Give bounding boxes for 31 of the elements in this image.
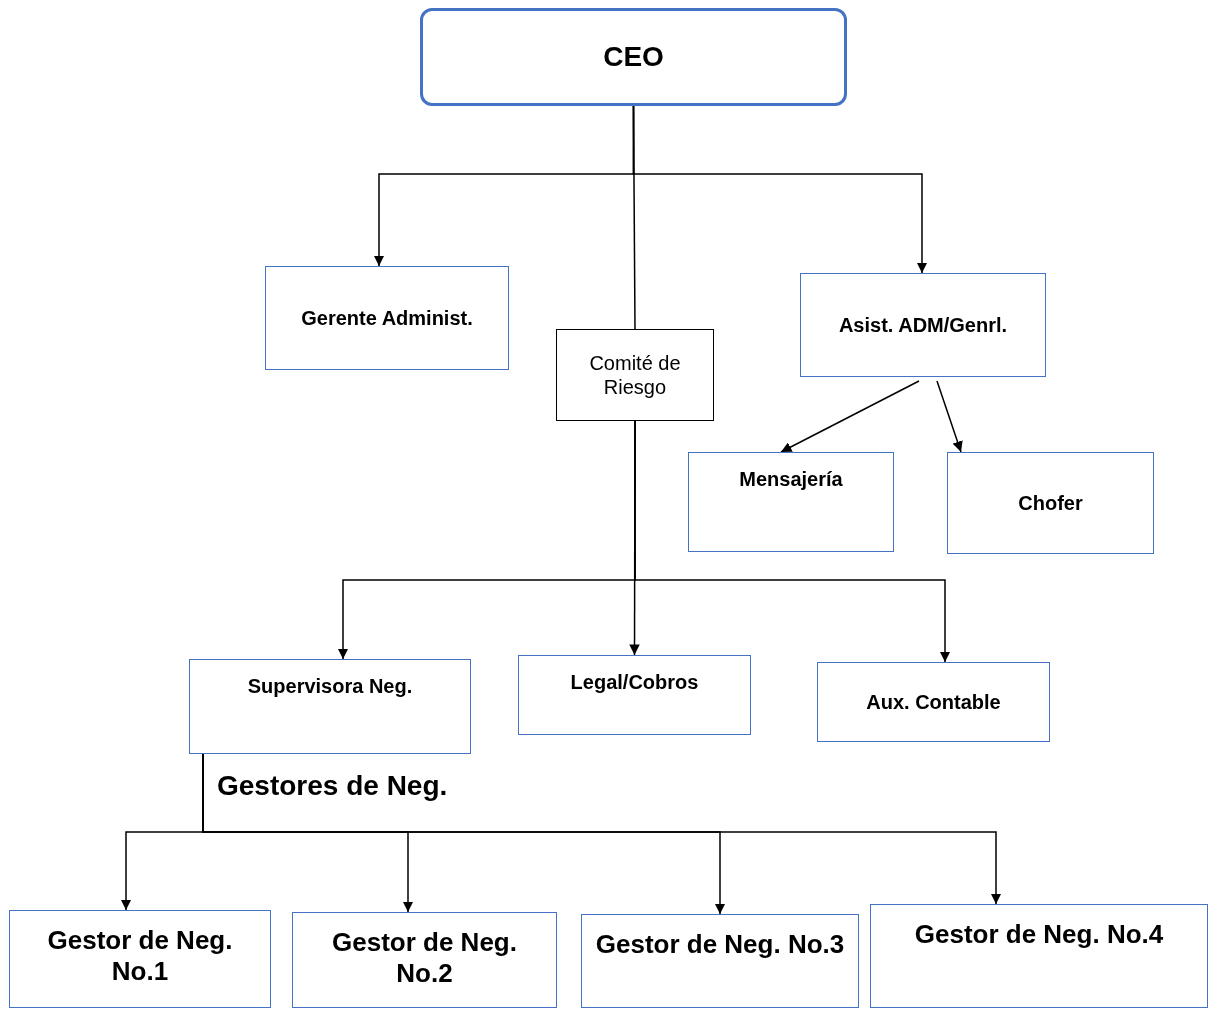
org-box	[870, 904, 1208, 1008]
box-label: Asist. ADM/Genrl.	[838, 313, 1008, 337]
org-box	[292, 912, 557, 1008]
box-label: CEO	[603, 40, 664, 74]
arrow	[632, 105, 928, 274]
box-label: Gerente Administ.	[301, 306, 473, 330]
org-box	[688, 452, 894, 552]
box-label: Comité de Riesgo	[588, 351, 682, 399]
box-label: Mensajería	[739, 467, 843, 491]
org-box	[556, 329, 714, 421]
org-box	[947, 452, 1154, 554]
org-box	[518, 655, 751, 735]
org-box	[581, 914, 859, 1008]
org-box	[800, 273, 1046, 377]
org-box	[9, 910, 271, 1008]
box-label: Gestor de Neg. No.1	[46, 925, 234, 988]
arrow	[936, 380, 963, 453]
box-label: Aux. Contable	[866, 690, 1001, 714]
box-label: Chofer	[1018, 491, 1083, 515]
box-label: Legal/Cobros	[570, 670, 699, 694]
box-label: Supervisora Neg.	[247, 674, 413, 698]
box-label: Gestor de Neg. No.3	[595, 929, 845, 961]
box-label: Gestor de Neg. No.2	[331, 927, 518, 990]
arrow	[780, 380, 920, 453]
org-box	[189, 659, 471, 754]
ceo-box	[420, 8, 847, 106]
box-label: Gestor de Neg. No.4	[914, 919, 1164, 951]
org-box	[817, 662, 1050, 742]
arrow	[634, 420, 951, 663]
group-heading: Gestores de Neg.	[217, 770, 448, 802]
org-box	[265, 266, 509, 370]
